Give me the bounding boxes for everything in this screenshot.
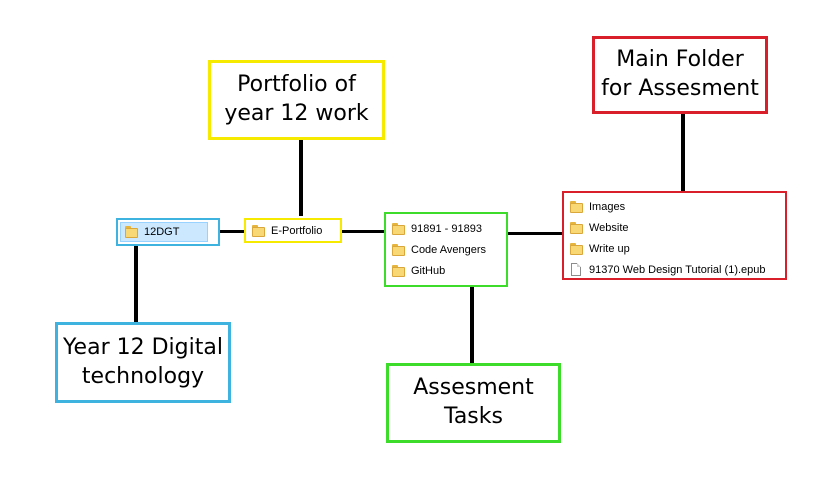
folder-item-images[interactable]: Images [564, 196, 785, 217]
folder-item-e-portfolio[interactable]: E-Portfolio [246, 220, 340, 241]
folder-icon [570, 200, 583, 213]
assessment-tasks-label-line-2: Tasks [444, 404, 503, 429]
year12-label-line-1: Year 12 Digital [63, 334, 223, 360]
file-item-epub[interactable]: 91370 Web Design Tutorial (1).epub [564, 259, 785, 280]
main-folder-box: Images Website Write up 91370 Web Design… [562, 191, 787, 280]
file-icon [571, 263, 581, 276]
folder-name: 91891 - 91893 [411, 222, 482, 235]
eportfolio-folder-box: E-Portfolio [244, 218, 342, 243]
folder-icon [125, 226, 138, 238]
dgt-folder-box: 12DGT [116, 218, 220, 246]
folder-name: GitHub [411, 264, 446, 277]
connector-tasks-to-main-folder [507, 232, 563, 235]
main-folder-label: Main Folder for Assesment [592, 36, 768, 114]
folder-icon [252, 224, 265, 237]
folder-item-write-up[interactable]: Write up [564, 238, 785, 259]
folder-item-github[interactable]: GitHub [386, 260, 506, 281]
folder-icon [392, 222, 405, 235]
folder-item-12dgt[interactable]: 12DGT [120, 222, 208, 242]
main-folder-label-line-1: Main Folder [616, 47, 744, 73]
portfolio-label-line-2: year 12 work [224, 101, 369, 126]
folder-name: Website [589, 221, 629, 234]
folder-name: Images [589, 200, 626, 213]
folder-name: 12DGT [144, 226, 180, 238]
folder-item-website[interactable]: Website [564, 217, 785, 238]
folder-name: E-Portfolio [271, 224, 323, 237]
connector-portfolio-label-to-eportfolio [299, 140, 303, 216]
folder-name: Code Avengers [411, 243, 487, 256]
connector-dgt-to-eportfolio [220, 230, 244, 233]
file-name: 91370 Web Design Tutorial (1).epub [589, 263, 766, 276]
portfolio-label-line-1: Portfolio of [237, 72, 356, 98]
year12-label: Year 12 Digital technology [55, 322, 231, 403]
folder-name: Write up [589, 242, 630, 255]
assessment-tasks-label: Assesment Tasks [386, 363, 561, 443]
assessment-tasks-label-line-1: Assesment [413, 375, 534, 401]
folder-item-code-avengers[interactable]: Code Avengers [386, 239, 506, 260]
folder-icon [392, 264, 405, 277]
connector-tasks-to-assessment-label [470, 285, 474, 364]
folder-icon [570, 242, 583, 255]
portfolio-label: Portfolio of year 12 work [208, 60, 385, 140]
folder-icon [570, 221, 583, 234]
year12-label-line-2: technology [81, 363, 205, 389]
main-folder-label-line-2: for Assesment [601, 76, 759, 101]
folder-item-91891-91893[interactable]: 91891 - 91893 [386, 218, 506, 239]
connector-dgt-to-year12-label [134, 244, 138, 324]
tasks-folder-box: 91891 - 91893 Code Avengers GitHub [384, 212, 508, 287]
connector-eportfolio-to-tasks [342, 230, 385, 233]
connector-main-label-to-main-folder [681, 114, 685, 192]
folder-icon [392, 243, 405, 256]
